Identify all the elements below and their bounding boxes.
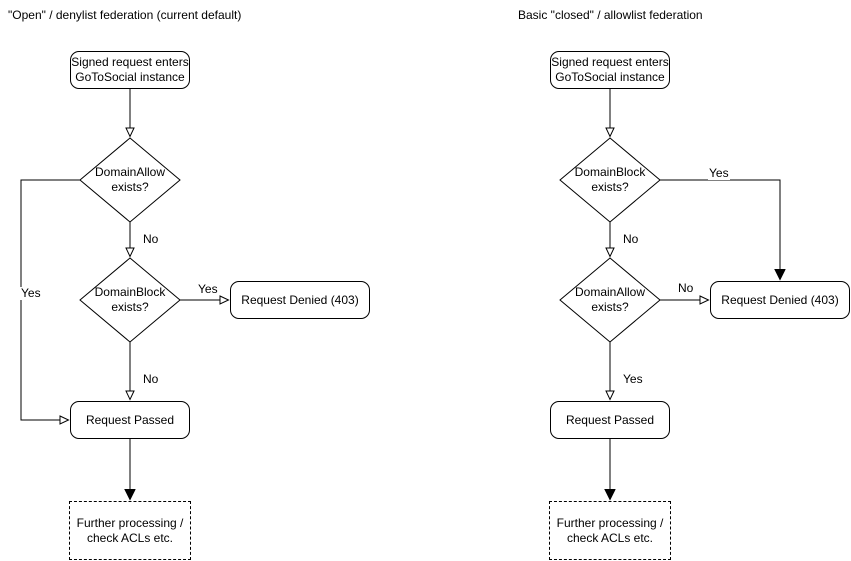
chart-title-open-denylist: "Open" / denylist federation (current de… (8, 8, 242, 22)
decision-open-domainblock-label: DomainBlock exists? (94, 285, 166, 314)
decision-closed-domainallow-shape (559, 257, 661, 343)
decision-closed-domainallow-label: DomainAllow exists? (574, 285, 646, 314)
node-closed-request-passed-label: Request Passed (565, 412, 655, 427)
node-open-request-passed-label: Request Passed (85, 412, 175, 427)
decision-open-domainblock-shape (79, 257, 181, 343)
node-open-further-processing: Further processing / check ACLs etc. (69, 501, 191, 560)
edge-label-closed-block-no: No (622, 232, 640, 246)
node-closed-further-processing-label: Further processing / check ACLs etc. (556, 515, 664, 545)
decision-open-domainallow-shape (79, 137, 181, 223)
edge-label-open-block-no: No (142, 372, 160, 386)
edge-label-open-allow-no: No (142, 232, 160, 246)
decision-closed-domainblock-label: DomainBlock exists? (574, 165, 646, 194)
decision-closed-domainblock-shape (559, 137, 661, 223)
node-closed-request-denied: Request Denied (403) (710, 281, 850, 319)
node-closed-start: Signed request enters GoToSocial instanc… (550, 51, 670, 89)
node-open-request-denied: Request Denied (403) (230, 281, 370, 319)
edge-label-open-block-yes: Yes (197, 282, 219, 296)
edge-label-closed-allow-no: No (677, 281, 695, 295)
decision-open-domainallow-label: DomainAllow exists? (94, 165, 166, 194)
node-closed-request-passed: Request Passed (550, 401, 670, 439)
edge-label-open-allow-yes: Yes (20, 286, 42, 300)
node-open-request-passed: Request Passed (70, 401, 190, 439)
edge-label-closed-block-yes: Yes (708, 166, 730, 180)
node-closed-request-denied-label: Request Denied (403) (721, 292, 839, 307)
node-closed-start-label: Signed request enters GoToSocial instanc… (551, 55, 669, 84)
node-open-further-processing-label: Further processing / check ACLs etc. (76, 515, 184, 545)
node-open-start: Signed request enters GoToSocial instanc… (70, 51, 190, 89)
node-open-start-label: Signed request enters GoToSocial instanc… (71, 55, 189, 84)
node-closed-further-processing: Further processing / check ACLs etc. (549, 501, 671, 560)
edge-closed-block-yes-to-denied (660, 179, 780, 280)
edge-label-closed-allow-yes: Yes (622, 372, 644, 386)
edge-open-allow-yes-to-passed (20, 179, 80, 425)
node-open-request-denied-label: Request Denied (403) (241, 292, 359, 307)
chart-title-closed-allowlist: Basic "closed" / allowlist federation (518, 8, 703, 22)
